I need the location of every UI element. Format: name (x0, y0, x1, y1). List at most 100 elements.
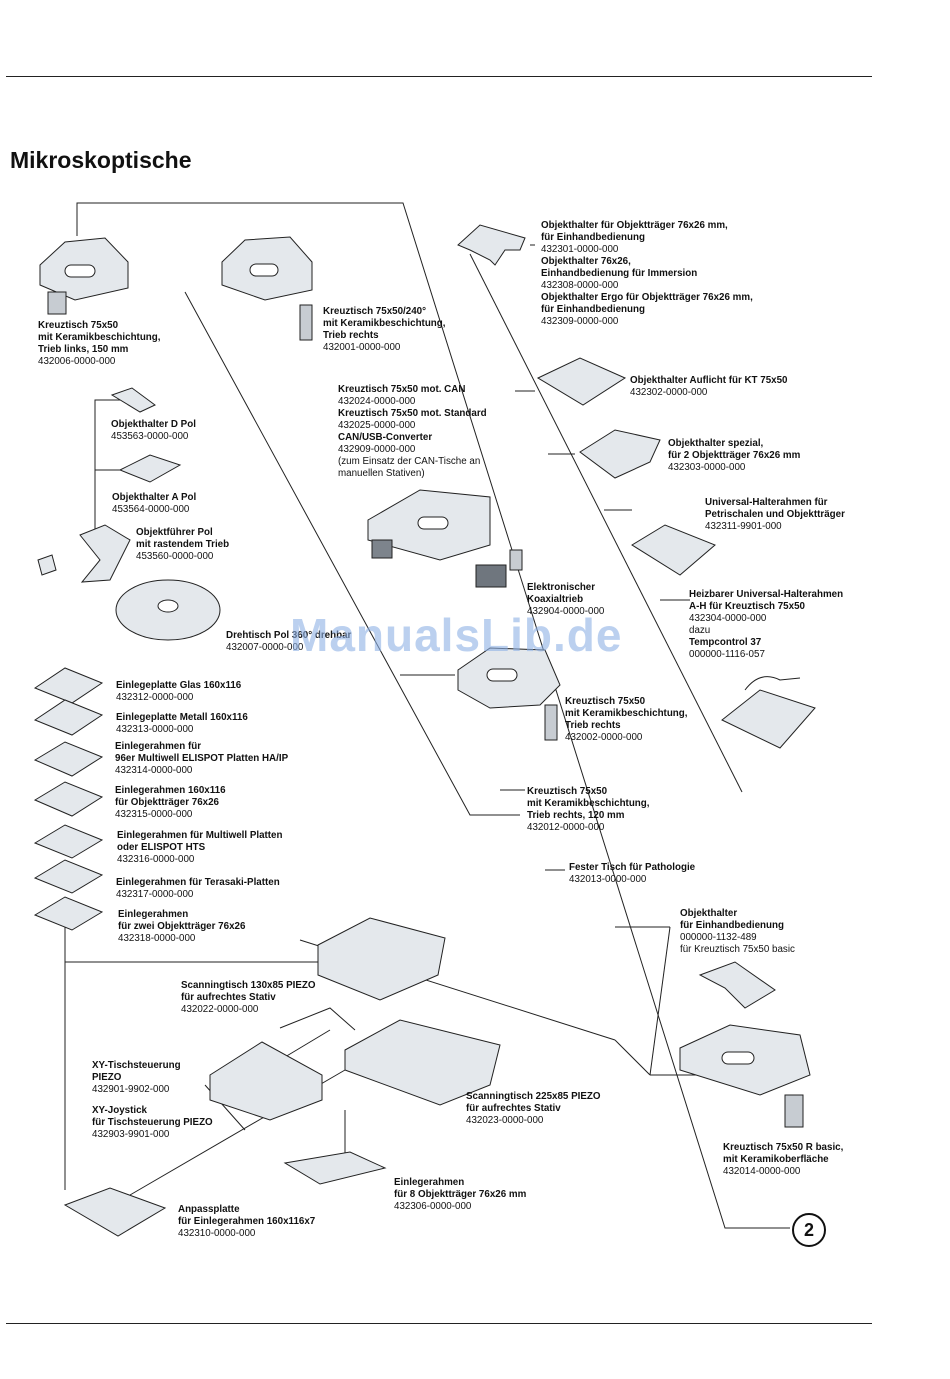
label-number-line: 432318-0000-000 (118, 933, 196, 944)
label-name-line: für Einhandbedienung (541, 232, 645, 243)
label-name-line: Trieb rechts (565, 720, 621, 731)
stage-240-illustration (221, 236, 313, 341)
label-number-line: 432315-0000-000 (115, 809, 193, 820)
label-name-line: für Einlegerahmen 160x116x7 (178, 1216, 316, 1227)
label-name-line: Kreuztisch 75x50 mot. Standard (338, 408, 487, 419)
label-name-line: Koaxialtrieb (527, 594, 584, 605)
heated-frame-illustration (721, 676, 816, 749)
label-name-line: Trieb links, 150 mm (38, 344, 129, 355)
label-name-line: Elektronischer (527, 582, 596, 593)
label-name-line: Einlegerahmen für (115, 741, 202, 752)
stage-trieb-rechts-illustration (457, 647, 561, 741)
label-number-line: 432023-0000-000 (466, 1115, 544, 1126)
insert-glass-illustration (33, 667, 104, 704)
holder-single-hand-illustration (457, 224, 526, 266)
holder-special-illustration (579, 429, 661, 479)
label-number-line: 432316-0000-000 (117, 854, 195, 865)
small-part-illustration (37, 554, 57, 576)
stage-basic-illustration (679, 1024, 811, 1128)
label-name-line: Einlegerahmen 160x116 (115, 785, 226, 796)
frame-two-slides-illustration (33, 896, 104, 931)
label-name-line: mit rastendem Trieb (136, 539, 230, 550)
label-name-line: für Tischsteuerung PIEZO (92, 1117, 213, 1128)
holder-d-pol-illustration (110, 387, 156, 413)
frame-eight-slides-illustration (283, 1151, 387, 1185)
label-oh-einhand: Objekthalter für Objektträger 76x26 mm,f… (541, 220, 753, 328)
label-name-line: Objekthalter (680, 908, 738, 919)
label-name-line: Einlegerahmen (118, 909, 189, 920)
label-name-line: Objekthalter Auflicht für KT 75x50 (630, 375, 788, 386)
frame-terasaki-illustration (33, 859, 104, 894)
label-name-line: 96er Multiwell ELISPOT Platten HA/IP (115, 753, 289, 764)
label-name-line: Scanningtisch 225x85 PIEZO (466, 1091, 601, 1102)
label-number-line: 432903-9901-000 (92, 1129, 170, 1140)
frame-multiwell-illustration (33, 824, 104, 859)
label-name-line: Einhandbedienung für Immersion (541, 268, 698, 279)
label-name-line: Kreuztisch 75x50 mot. CAN (338, 384, 466, 395)
motorized-stage-illustration (367, 489, 491, 561)
label-number-line: 432303-0000-000 (668, 462, 746, 473)
rotary-stage-illustration (115, 579, 221, 641)
label-name-line: Objekthalter Ergo für Objektträger 76x26… (541, 292, 753, 303)
label-name-line: für 2 Objektträger 76x26 mm (668, 450, 801, 461)
label-number-line: 432007-0000-000 (226, 642, 304, 653)
label-number-line: 432904-0000-000 (527, 606, 605, 617)
label-number-line: 432024-0000-000 (338, 396, 416, 407)
label-name-line: Objektführer Pol (136, 527, 213, 538)
label-name-line: mit Keramikbeschichtung, (323, 318, 446, 329)
label-name-line: Anpassplatte (178, 1204, 240, 1215)
label-name-line: Einlegerahmen für Terasaki-Platten (116, 877, 280, 888)
label-number-line: 432306-0000-000 (394, 1201, 472, 1212)
label-name-line: für Einhandbedienung (680, 920, 784, 931)
label-name-line: Objekthalter spezial, (668, 438, 764, 449)
label-number-line: (zum Einsatz der CAN-Tische an (338, 456, 481, 467)
label-number-line: 432002-0000-000 (565, 732, 643, 743)
label-number-line: 432006-0000-000 (38, 356, 116, 367)
label-number-line: 453560-0000-000 (136, 551, 214, 562)
holder-a-pol-illustration (118, 454, 182, 483)
label-name-line: für Objektträger 76x26 (115, 797, 220, 808)
label-number-line: 432022-0000-000 (181, 1004, 259, 1015)
label-name-line: Heizbarer Universal-Halterahmen (689, 589, 844, 600)
page-number-badge: 2 (792, 1213, 826, 1247)
label-name-line: Drehtisch Pol 360° drehbar (226, 630, 352, 641)
label-name-line: Kreuztisch 75x50/240° (323, 306, 427, 317)
label-name-line: Petrischalen und Objektträger (705, 509, 845, 520)
label-name-line: Einlegerahmen (394, 1177, 465, 1188)
top-rule (6, 76, 872, 77)
page-title: Mikroskoptische (10, 147, 192, 173)
xy-control-illustration (209, 1041, 323, 1121)
label-name-line: Einlegerahmen für Multiwell Platten (117, 830, 283, 841)
label-number-line: 432311-9901-000 (705, 521, 782, 532)
label-name-line: CAN/USB-Converter (338, 432, 433, 443)
label-name-line: Tempcontrol 37 (689, 637, 762, 648)
label-name-line: A-H für Kreuztisch 75x50 (689, 601, 805, 612)
label-name-line: Objekthalter D Pol (111, 419, 196, 430)
watermark: ManualsLib.de (290, 609, 623, 661)
label-number-line: 432301-0000-000 (541, 244, 619, 255)
label-name-line: mit Keramikbeschichtung, (527, 798, 650, 809)
label-name-line: Einlegeplatte Metall 160x116 (116, 712, 248, 723)
universal-frame-illustration (631, 524, 716, 576)
label-number-line: dazu (689, 625, 711, 636)
label-name-line: Trieb rechts (323, 330, 379, 341)
label-number-line: für Kreuztisch 75x50 basic (680, 944, 795, 955)
frame-elispot-illustration (33, 741, 104, 777)
adapter-plate-illustration (63, 1187, 167, 1237)
label-number-line: 432314-0000-000 (115, 765, 193, 776)
label-name-line: für aufrechtes Stativ (181, 992, 276, 1003)
